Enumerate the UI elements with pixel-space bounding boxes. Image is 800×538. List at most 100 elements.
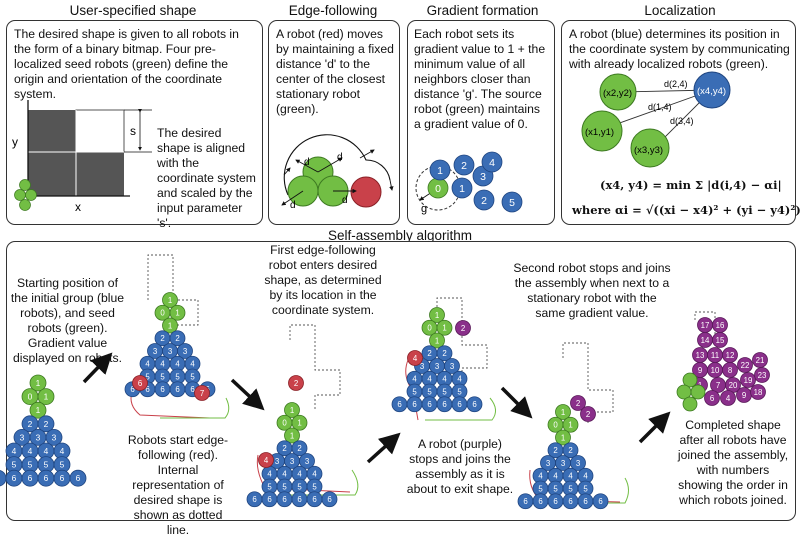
robot-red [194, 385, 210, 401]
robot-label: 6 [175, 385, 180, 394]
robot-label: 5 [583, 484, 588, 493]
robot-label: 3 [561, 459, 566, 468]
robot-label: 1 [435, 336, 439, 345]
robot-blue [466, 396, 483, 413]
robot-purple [704, 390, 720, 406]
robot-label: 4 [12, 446, 17, 456]
robot-label: 7 [716, 381, 720, 390]
robot-label: 6 [145, 385, 150, 394]
robot-label: 6 [312, 495, 317, 504]
robot-label: 3 [275, 457, 280, 466]
robot-label: 2 [294, 379, 298, 388]
localization-graph [581, 71, 731, 168]
user-shape-description: The desired shape is given to all robots… [14, 27, 239, 101]
robot-label: 3 [290, 457, 295, 466]
robot-label: 8 [728, 366, 733, 375]
robot-label: 2 [427, 349, 431, 358]
robot-label: 6 [523, 497, 528, 506]
robot-label: 2 [160, 334, 164, 343]
robot-label: 1 [561, 408, 565, 417]
robot-green [37, 388, 55, 406]
robot-label: 1 [175, 309, 179, 318]
robot-label: 5 [282, 482, 287, 491]
robot-blue [473, 189, 495, 211]
robot-label: 6 [60, 473, 65, 483]
x-axis-label: x [75, 200, 81, 214]
robot-label: 4 [282, 470, 287, 479]
robot-label: 5 [412, 387, 417, 396]
robot-label: 10 [711, 366, 720, 375]
user-shape-side-text: The desired shape is aligned with the co… [157, 126, 256, 230]
robot-label: 2 [442, 349, 446, 358]
robot-label: 3 [52, 432, 57, 442]
edge-d-label-4: d [342, 195, 348, 206]
robot-label: 1 [168, 296, 172, 305]
robot-label: 4 [175, 360, 180, 369]
robot-label: 1 [168, 321, 172, 330]
robot-label: 17 [701, 321, 710, 330]
robot-label: 2 [175, 334, 179, 343]
robot-label: 9 [742, 391, 746, 400]
robot-purple [722, 362, 738, 378]
robot-label: 5 [312, 482, 317, 491]
robot-label: 2 [568, 446, 572, 455]
robot-label: 3 [576, 459, 581, 468]
robot-label: 2 [481, 195, 487, 207]
robot-label: 1 [36, 405, 41, 415]
edge-description: A robot (red) moves by maintaining a fix… [276, 27, 394, 116]
robot-label: 3 [305, 457, 310, 466]
robot-label: 2 [553, 446, 557, 455]
robot-label: 4 [60, 446, 65, 456]
robot-label: 0 [553, 421, 558, 430]
robot-label: 4 [583, 472, 588, 481]
node-x1-label: (x1,y1) [585, 127, 614, 138]
robot-label: 1 [442, 324, 446, 333]
robot-label: 4 [413, 354, 418, 363]
s-label: s [130, 124, 136, 138]
robot-label: 14 [701, 336, 710, 345]
robot-label: 2 [576, 399, 580, 408]
robot-purple [720, 390, 736, 406]
robot-blue [45, 428, 63, 446]
robot-label: 3 [20, 432, 25, 442]
robot-purple [750, 384, 766, 400]
robot-green [29, 374, 47, 392]
robot-blue [451, 177, 473, 199]
robot-label: 5 [297, 482, 302, 491]
robot-label: 6 [598, 497, 603, 506]
robot-blue [436, 345, 453, 362]
robot-green [562, 416, 579, 433]
robot-label: 1 [568, 421, 572, 430]
robot-green [436, 319, 453, 336]
distance-d24-label: d(2,4) [664, 79, 688, 89]
robot-red [258, 452, 274, 468]
gradient-description: Each robot sets its gradient value to 1 … [414, 27, 546, 131]
robot-label: 4 [538, 472, 543, 481]
robot-label: 6 [130, 385, 135, 394]
robot-blue [37, 415, 55, 433]
robot-label: 5 [553, 484, 558, 493]
robot-label: 20 [729, 381, 738, 390]
robot-label: 6 [412, 400, 417, 409]
localization-equation: (x4, y4) = min Σ |d(i,4) − αi| [600, 178, 782, 192]
robot-label: 4 [726, 394, 731, 403]
robot-label: 5 [267, 482, 272, 491]
robot-label: 6 [568, 497, 573, 506]
robot-green [555, 429, 571, 446]
robot-label: 0 [282, 419, 287, 428]
robot-red [132, 375, 148, 391]
robot-label: 18 [754, 388, 763, 397]
robot-label: 5 [190, 372, 195, 381]
robot-purple [754, 367, 770, 383]
robot-label: 13 [696, 351, 705, 360]
robot-label: 1 [297, 419, 301, 428]
robot-label: 21 [756, 356, 765, 365]
robot-label: 16 [716, 321, 725, 330]
title-self-assembly: Self-assembly algorithm [327, 228, 473, 243]
robot-green [284, 427, 300, 444]
robot-blue [299, 453, 315, 469]
robot-blue [570, 455, 586, 471]
distance-d34-label: d(3,4) [670, 116, 694, 126]
robot-green [284, 402, 300, 418]
robot-label: 4 [442, 375, 447, 384]
